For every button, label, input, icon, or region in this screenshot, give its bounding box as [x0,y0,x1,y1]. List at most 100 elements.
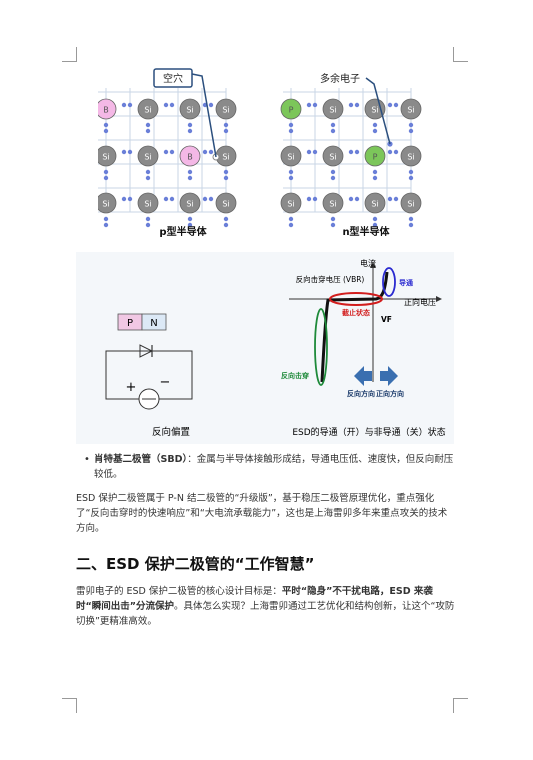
atom-label: Si [329,153,336,162]
electron-dot [145,128,151,134]
atom [179,98,201,120]
electron-dot [330,122,336,128]
electron-dot [163,102,169,108]
diode-symbol [139,344,154,358]
esd-state-caption: ESD的导通（开）与非导通（关）状态 [292,426,445,438]
atom-label: Si [222,200,229,209]
atom-label: B [187,153,193,162]
paragraph-esd-intro: ESD 保护二极管属于 P-N 结二极管的“升级版”，基于稳压二极管原理优化，重… [76,493,448,534]
reverse-bias-caption: 反向偏置 [152,426,190,438]
atom-label: Si [222,153,229,162]
electron-dot [103,169,109,175]
electron-dot [103,122,109,128]
atom [179,145,201,167]
electron-dot [372,216,378,222]
atom [280,145,302,167]
p-type-caption: p型半导体 [159,225,207,238]
electron-dot [169,196,175,202]
current-axis-arrow [370,262,376,268]
crop-mark-top-left [62,47,77,62]
hole-callout-box [153,68,193,88]
electron-dot [354,196,360,202]
atom [280,98,302,120]
electron-dot [187,222,193,228]
atom-label: Si [144,153,151,162]
atom-label: Si [407,106,414,115]
atom-label: Si [287,153,294,162]
breakdown-label: 反向击穿 [281,371,309,380]
atom [322,145,344,167]
electron-dot [187,175,193,181]
electron-dot [187,122,193,128]
section-heading: 二、ESD 保护二极管的“工作智慧” [76,555,315,573]
schottky-title: 肖特基二极管（SBD） [94,454,188,465]
electron-dot [372,169,378,175]
electron-dot [127,102,133,108]
electron-dot [330,216,336,222]
cutoff-oval [329,292,383,306]
crop-mark-bottom-right [453,698,468,713]
electron-dot [408,222,414,228]
reverse-direction-arrow [354,366,372,386]
breakdown-oval [314,308,328,386]
electron-dot [223,169,229,175]
electron-dot [127,149,133,155]
n-type-caption: n型半导体 [342,225,390,238]
atom-label: Si [102,153,109,162]
minus-sign: − [160,375,171,390]
electron-dot [288,222,294,228]
atom-label: Si [287,200,294,209]
forward-direction-arrow [380,366,398,386]
electron-dot [348,196,354,202]
electron-dot [387,149,393,155]
paragraph-design-goal: 雷卯电子的 ESD 保护二极管的核心设计目标是：平时“隐身”不干扰电路，ESD … [76,584,456,629]
atom [400,145,422,167]
electron-dot [288,122,294,128]
electron-dot [387,102,393,108]
atom [280,192,302,214]
bullet-dot: • [84,454,90,465]
electron-dot [103,216,109,222]
conduct-label: 导通 [399,278,414,287]
electron-dot [223,216,229,222]
atom [137,145,159,167]
atom [322,98,344,120]
atom [98,192,117,214]
electron-dot [372,122,378,128]
electron-dot [354,149,360,155]
schottky-text: ：金属与半导体接触形成结，导通电压低、速度快，但反向耐压较低。 [94,454,454,480]
electron-dot [208,196,214,202]
atom [98,98,117,120]
atom-label: Si [186,106,193,115]
electron-dot [208,102,214,108]
electron-dot [169,149,175,155]
electron-dot [408,169,414,175]
atom-label: Si [144,200,151,209]
electron-dot [312,196,318,202]
atom-label: Si [371,200,378,209]
crop-mark-top-right [453,47,468,62]
electron-dot [372,175,378,181]
atom-label: Si [329,200,336,209]
electron-dot [393,149,399,155]
atom [215,98,237,120]
electron-dot [354,102,360,108]
forward-voltage-label: 正向电压 [404,297,436,307]
voltage-axis-arrow [436,296,442,302]
figure-background [76,252,454,444]
atom [364,192,386,214]
electron-dot [145,169,151,175]
n-box-label: N [150,318,157,329]
atom [400,98,422,120]
atom [137,98,159,120]
electron-dot [145,222,151,228]
electron-dot [223,222,229,228]
forward-direction-label: 正向方向 [376,389,404,398]
n-region-box [141,313,167,331]
electron-dot [348,149,354,155]
electron-dot [223,122,229,128]
electron-dot [312,149,318,155]
electron-dot [121,102,127,108]
